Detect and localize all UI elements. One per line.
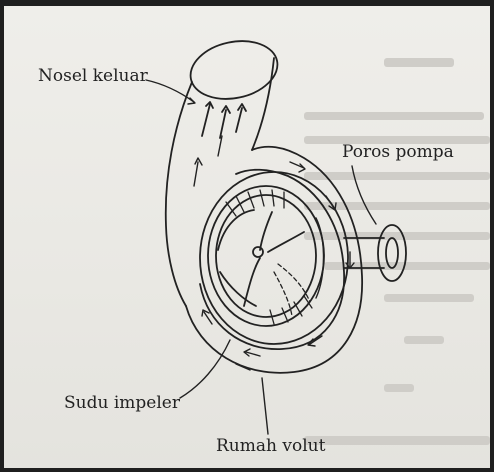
label-sudu-impeler: Sudu impeler (64, 393, 180, 413)
pump-shaft (344, 225, 406, 281)
volute-casing (186, 147, 362, 373)
leader-rumah (262, 378, 268, 434)
textbook-page: Nosel keluar Poros pompa Sudu impeler Ru… (4, 6, 490, 468)
impeller (208, 186, 324, 326)
leader-poros (352, 166, 376, 224)
label-nosel-keluar: Nosel keluar (38, 66, 148, 86)
label-rumah-volut: Rumah volut (216, 436, 325, 456)
label-poros-pompa: Poros pompa (342, 142, 454, 162)
leader-sudu (180, 340, 230, 398)
leader-nosel (146, 80, 194, 102)
